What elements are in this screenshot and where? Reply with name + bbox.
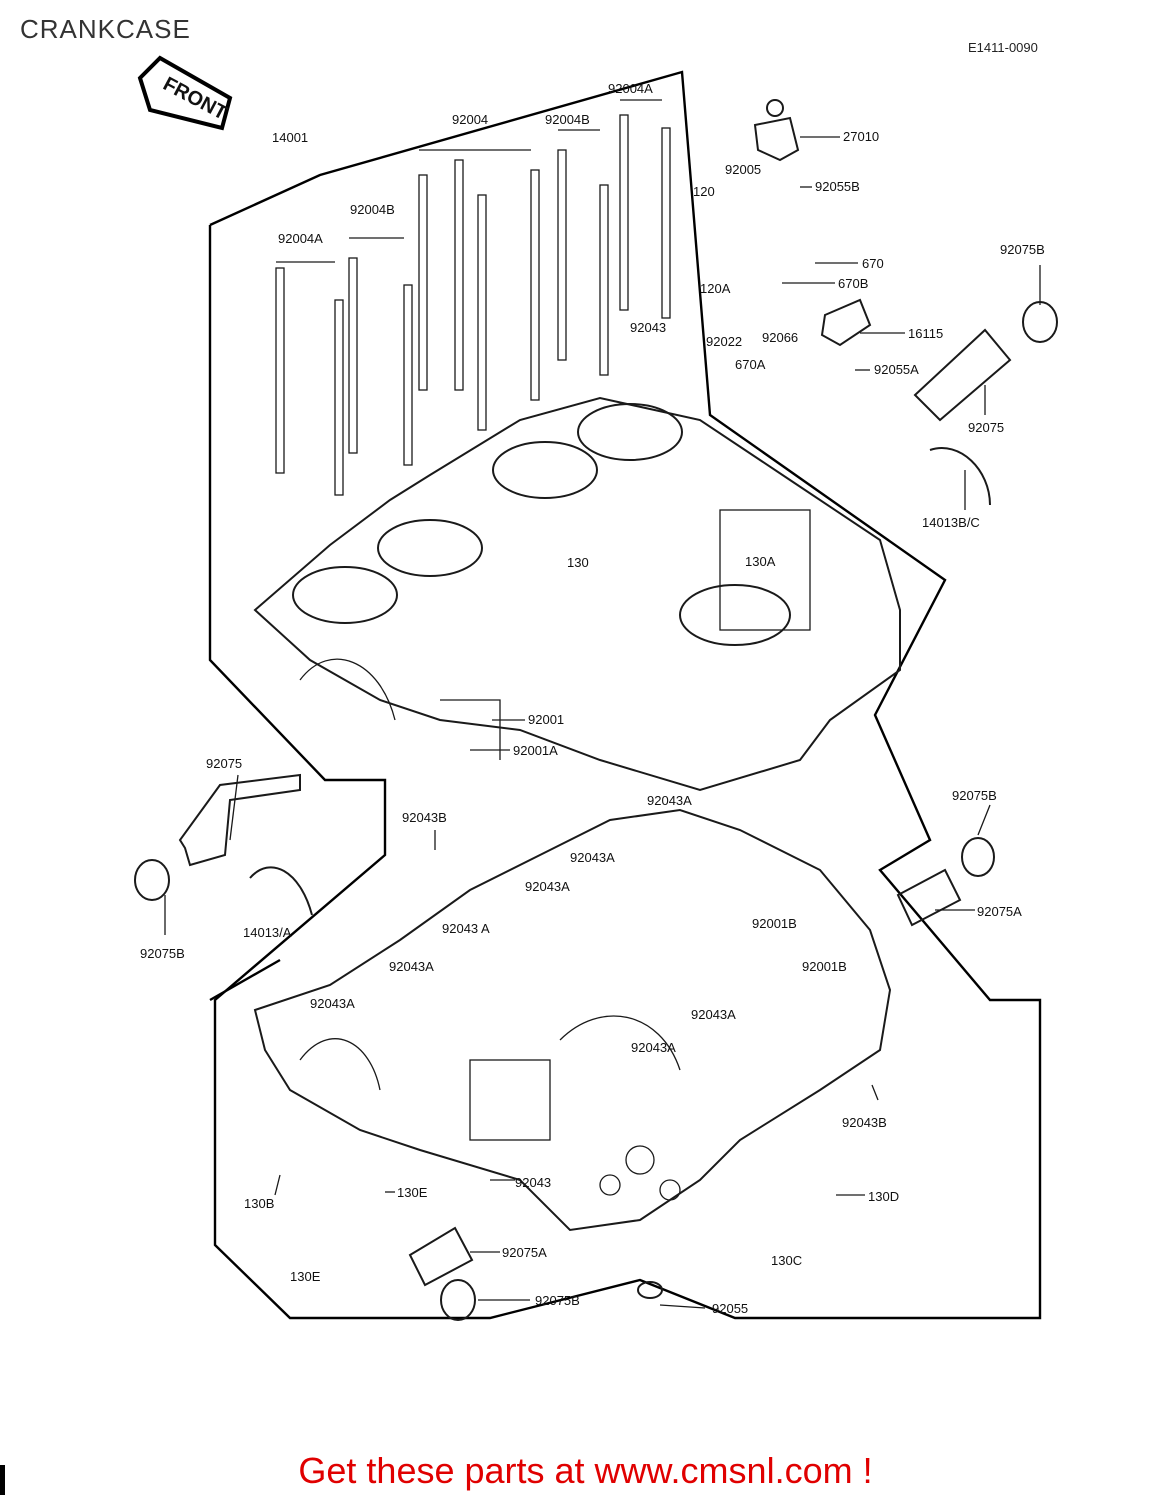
label-14013bc: 14013B/C — [922, 515, 980, 530]
front-arrow-icon: FRONT — [137, 55, 233, 131]
oil-filler-cap — [820, 298, 872, 347]
cta-link[interactable]: Get these parts at www.cmsnl.com ! — [298, 1450, 873, 1491]
label-92075a-b: 92075A — [502, 1245, 547, 1260]
part-labels: 14001 92004A 92004 92004B 92004B 92004A … — [140, 81, 1045, 1316]
label-130: 130 — [567, 555, 589, 570]
label-92043a-4: 92043 A — [442, 921, 490, 936]
diagram-code: E1411-0090 — [968, 40, 1038, 55]
label-92001: 92001 — [528, 712, 564, 727]
label-92055b: 92055B — [815, 179, 860, 194]
label-92001b-2: 92001B — [802, 959, 847, 974]
label-92043a-8: 92043A — [631, 1040, 676, 1055]
label-92043a-7: 92043A — [691, 1007, 736, 1022]
oil-pump-gear-tr — [913, 301, 1058, 422]
label-92004a-left: 92004A — [278, 231, 323, 246]
label-92043a-2: 92043A — [570, 850, 615, 865]
label-130e-2: 130E — [290, 1269, 321, 1284]
label-92004b-top: 92004B — [545, 112, 590, 127]
label-92043b-l: 92043B — [402, 810, 447, 825]
label-92066: 92066 — [762, 330, 798, 345]
label-92075-l: 92075 — [206, 756, 242, 771]
label-92055a: 92055A — [874, 362, 919, 377]
label-92043-top: 92043 — [630, 320, 666, 335]
label-92075b-b: 92075B — [535, 1293, 580, 1308]
label-92043a-5: 92043A — [389, 959, 434, 974]
oil-pump-gear-left — [134, 773, 313, 916]
label-120a: 120A — [700, 281, 731, 296]
label-92043a-1: 92043A — [647, 793, 692, 808]
label-92075b-tr: 92075B — [1000, 242, 1045, 257]
corner-mark — [0, 1465, 5, 1495]
crankcase-exploded-diagram: FRONT — [134, 55, 1058, 1321]
label-27010: 27010 — [843, 129, 879, 144]
label-92043b-r: 92043B — [842, 1115, 887, 1130]
oil-pump-gear-right — [896, 837, 995, 927]
label-120: 120 — [693, 184, 715, 199]
upper-crankcase — [253, 396, 901, 792]
oil-pipe-tr — [929, 447, 991, 506]
stud-bolts-group — [275, 99, 671, 496]
label-670b: 670B — [838, 276, 868, 291]
label-92004a-top: 92004A — [608, 81, 653, 96]
label-92022: 92022 — [706, 334, 742, 349]
label-670: 670 — [862, 256, 884, 271]
cta-banner[interactable]: Get these parts at www.cmsnl.com ! — [0, 1450, 1171, 1492]
label-130b: 130B — [244, 1196, 274, 1211]
label-130c: 130C — [771, 1253, 802, 1268]
label-92075b-r: 92075B — [952, 788, 997, 803]
lower-boundary-line — [209, 958, 281, 1002]
lower-crankcase — [253, 808, 892, 1232]
label-92004: 92004 — [452, 112, 488, 127]
oil-pressure-switch — [753, 99, 800, 162]
label-92043a-3: 92043A — [525, 879, 570, 894]
label-14013a: 14013/A — [243, 925, 292, 940]
label-130a: 130A — [745, 554, 776, 569]
page-title: CRANKCASE — [20, 14, 191, 44]
label-92005: 92005 — [725, 162, 761, 177]
label-130e-1: 130E — [397, 1185, 428, 1200]
label-670a: 670A — [735, 357, 766, 372]
label-14001: 14001 — [272, 130, 308, 145]
oil-pump-gear-bottom — [408, 1226, 663, 1321]
leader-lines — [164, 136, 1041, 1309]
label-92043-bot: 92043 — [515, 1175, 551, 1190]
label-16115: 16115 — [908, 326, 943, 341]
label-92055: 92055 — [712, 1301, 748, 1316]
label-92004b-left: 92004B — [350, 202, 395, 217]
label-130d: 130D — [868, 1189, 899, 1204]
label-92075b-l: 92075B — [140, 946, 185, 961]
label-92075-tr: 92075 — [968, 420, 1004, 435]
upper-boundary-line — [208, 70, 1042, 1320]
label-92001b-1: 92001B — [752, 916, 797, 931]
label-92075a-r: 92075A — [977, 904, 1022, 919]
label-92001a: 92001A — [513, 743, 558, 758]
label-92043a-6: 92043A — [310, 996, 355, 1011]
